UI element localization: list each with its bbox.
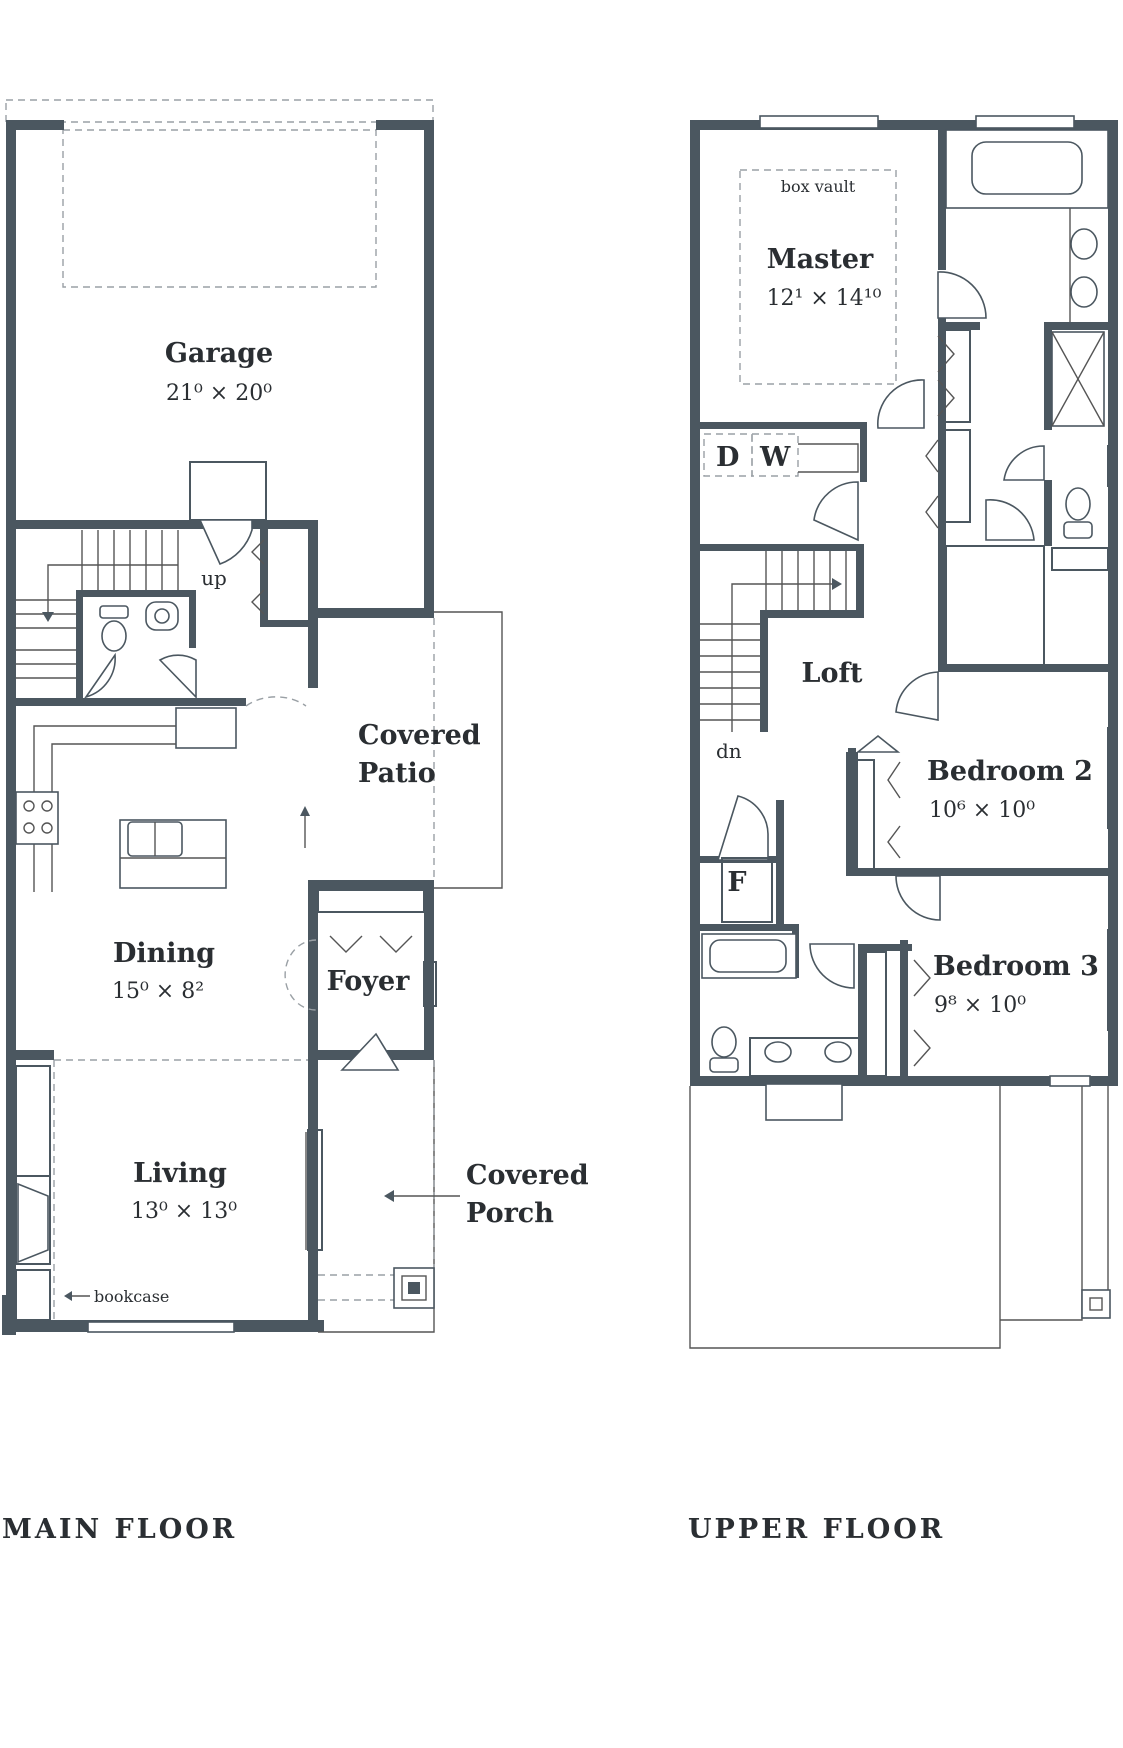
main-floor-doors	[84, 519, 400, 1071]
room-name-garage: Garage	[165, 338, 273, 369]
upper-roof-outline	[689, 1086, 1111, 1349]
room-name-patio-2: Patio	[358, 758, 436, 789]
laundry	[703, 433, 859, 477]
room-name-bedroom-2: Bedroom 2	[927, 756, 1093, 787]
room-dims-bedroom-2: 10⁶ × 10⁰	[929, 798, 1035, 823]
room-name-dining: Dining	[113, 938, 215, 969]
upper-closets	[721, 329, 1117, 1077]
dryer-label: D	[716, 442, 739, 473]
powder-room-fixtures	[99, 601, 179, 652]
furnace-label: F	[727, 867, 746, 898]
room-name-bedroom-3: Bedroom 3	[933, 951, 1099, 982]
garage-parking-dashed	[62, 129, 377, 288]
hall-bath-fixtures	[701, 933, 1091, 1121]
washer-label: W	[759, 442, 791, 473]
living-room-features	[15, 961, 437, 1333]
room-name-master: Master	[767, 244, 874, 275]
main-stairs	[16, 530, 179, 679]
room-dims-bedroom-3: 9⁸ × 10⁰	[934, 993, 1026, 1018]
main-floor-plan: Garage 21⁰ × 20⁰ up Covered Patio Dining…	[2, 99, 589, 1545]
room-name-living: Living	[133, 1158, 227, 1189]
room-name-patio-1: Covered	[358, 720, 481, 751]
master-bath-fixtures	[945, 129, 1117, 571]
kitchen-fixtures	[15, 707, 237, 892]
room-dims-garage: 21⁰ × 20⁰	[166, 381, 272, 406]
upper-floor-labels: box vault Master 12¹ × 14¹⁰ D W Loft dn …	[688, 177, 1099, 1545]
stair-up-label: up	[201, 566, 227, 590]
main-floor-caption: MAIN FLOOR	[2, 1514, 237, 1545]
box-vault-note: box vault	[781, 177, 856, 196]
garage-landing	[189, 461, 267, 521]
garage-door-dashed	[5, 99, 434, 123]
room-name-loft: Loft	[801, 658, 863, 689]
upper-window-2	[975, 115, 1075, 129]
bookcase-label: bookcase	[94, 1287, 169, 1306]
room-dims-master: 12¹ × 14¹⁰	[767, 286, 882, 311]
room-name-foyer: Foyer	[327, 966, 411, 997]
main-floor-labels: Garage 21⁰ × 20⁰ up Covered Patio Dining…	[2, 338, 589, 1545]
room-name-porch-2: Porch	[466, 1198, 554, 1229]
loft-stairs	[700, 551, 864, 732]
foyer-closet	[317, 889, 425, 953]
room-dims-living: 13⁰ × 13⁰	[131, 1199, 237, 1224]
room-dims-dining: 15⁰ × 8²	[112, 979, 204, 1004]
upper-floor-doors	[716, 271, 1045, 1067]
upper-floor-caption: UPPER FLOOR	[688, 1514, 945, 1545]
box-vault-dashed	[739, 169, 897, 385]
upper-window-1	[759, 115, 879, 129]
upper-floor-plan: box vault Master 12¹ × 14¹⁰ D W Loft dn …	[688, 115, 1118, 1545]
room-name-porch-1: Covered	[466, 1160, 589, 1191]
covered-outlines	[318, 611, 503, 1333]
stair-down-label: dn	[716, 739, 742, 763]
